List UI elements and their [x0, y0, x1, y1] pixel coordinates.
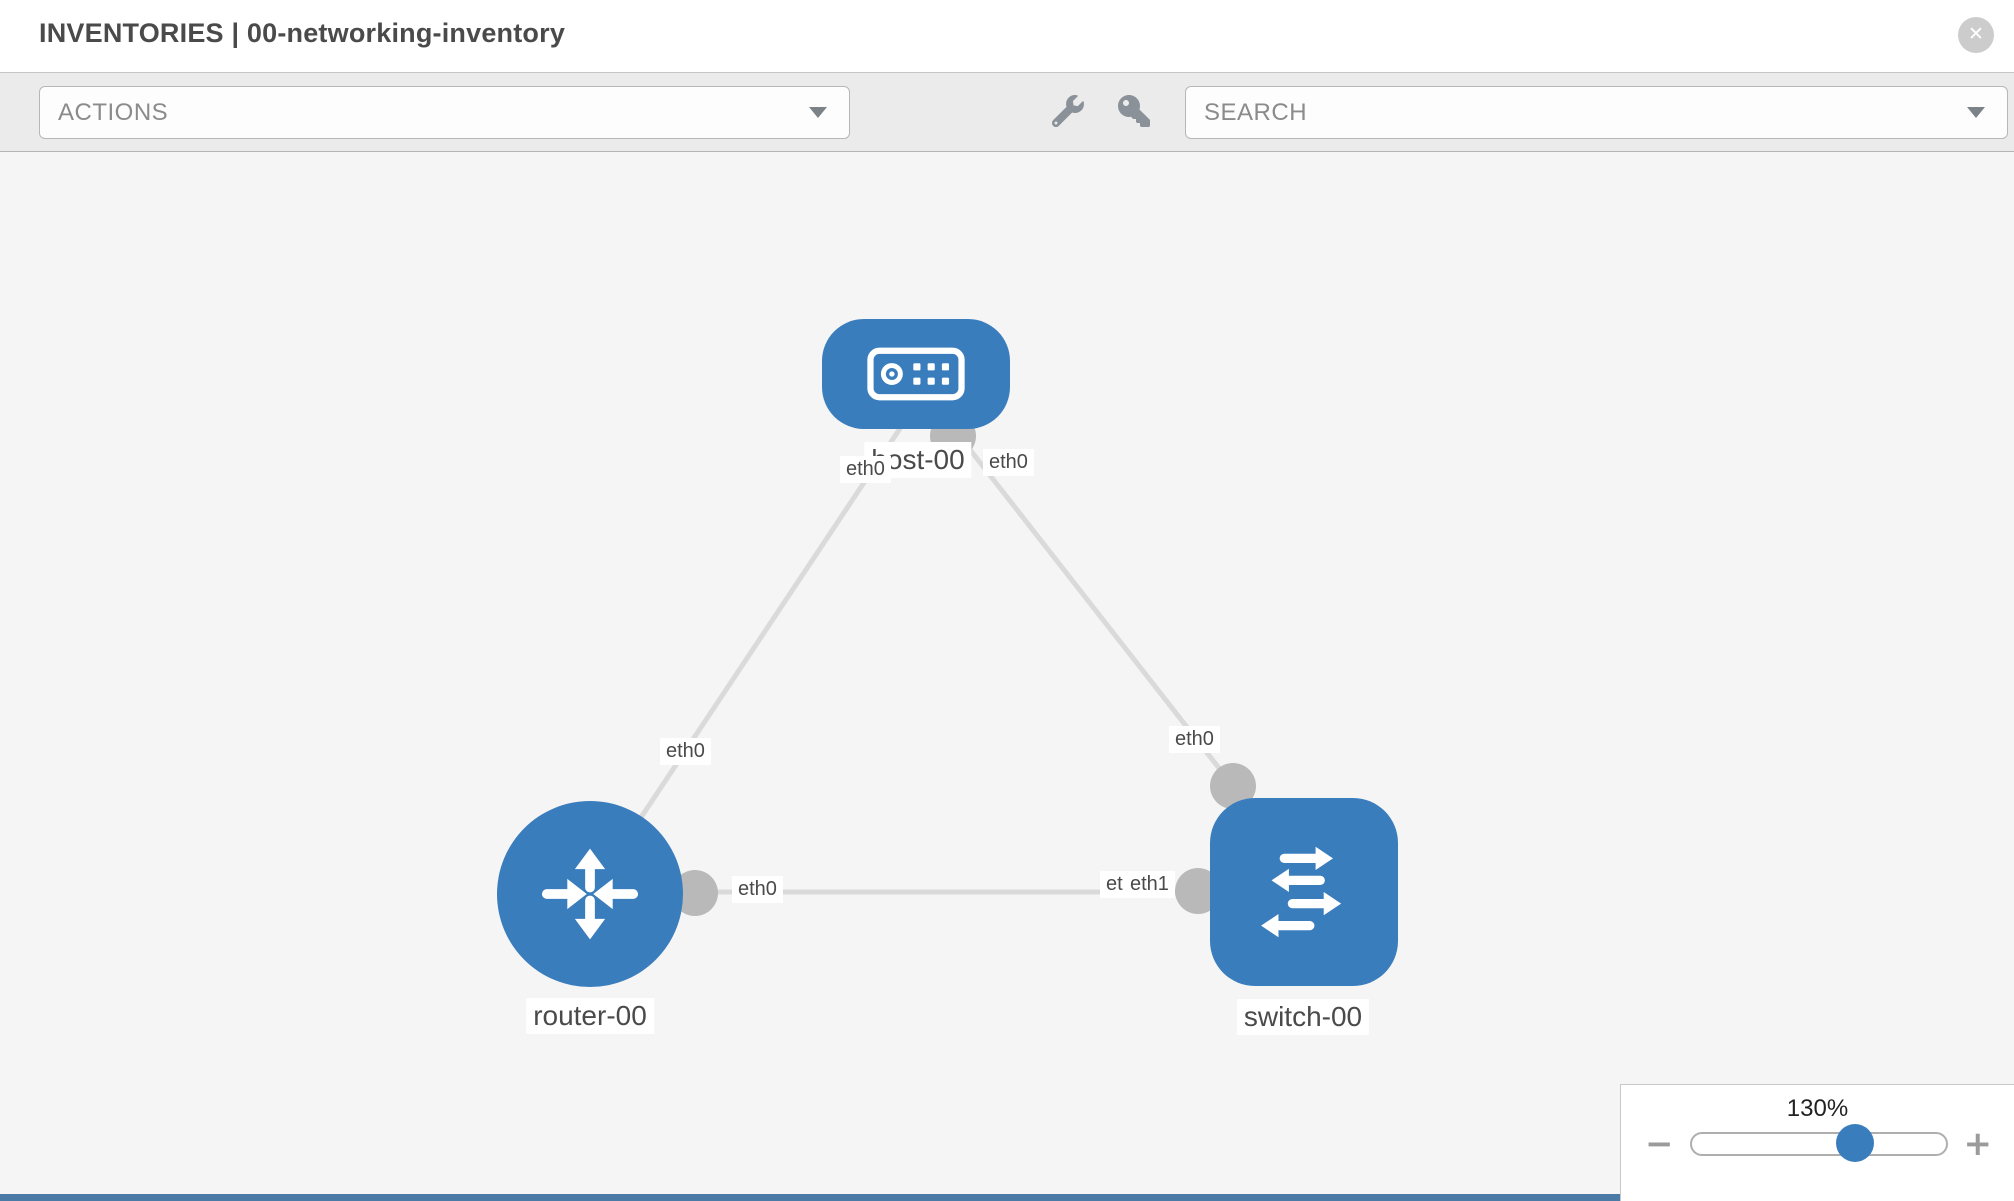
zoom-panel: 130% − + [1620, 1084, 2014, 1201]
chevron-down-icon [1967, 107, 1985, 118]
interface-label: eth0 [732, 876, 783, 903]
close-icon: ✕ [1968, 24, 1984, 45]
key-icon[interactable] [1118, 95, 1150, 127]
interface-connector [672, 870, 718, 916]
interface-connector [1210, 763, 1256, 809]
actions-dropdown-label: ACTIONS [58, 98, 169, 126]
actions-dropdown[interactable]: ACTIONS [39, 86, 850, 139]
node-label-router: router-00 [526, 998, 654, 1034]
links-layer [587, 413, 1256, 916]
topology-canvas[interactable]: host-00 router-00 switch-00 eth0 eth0 et… [0, 152, 2014, 1201]
interface-label: eth0 [840, 456, 891, 483]
search-dropdown[interactable]: SEARCH [1185, 86, 2008, 139]
chevron-down-icon [809, 107, 827, 118]
host-icon [867, 347, 965, 401]
interface-label: eth0 [660, 738, 711, 765]
page-title: INVENTORIES | 00-networking-inventory [39, 18, 566, 48]
node-label-switch: switch-00 [1236, 999, 1370, 1035]
interface-label: eth1 [1124, 871, 1175, 898]
interface-label: eth0 [983, 449, 1034, 476]
zoom-level: 130% [1786, 1095, 1849, 1122]
zoom-out-button[interactable]: − [1645, 1124, 1674, 1164]
switch-icon [1261, 846, 1342, 938]
router-icon [541, 848, 639, 940]
header: INVENTORIES | 00-networking-inventory ✕ [0, 0, 2014, 72]
node-host-00[interactable] [822, 319, 1010, 429]
zoom-slider-track[interactable] [1689, 1124, 1948, 1162]
node-switch-00[interactable] [1210, 798, 1398, 986]
node-router-00[interactable] [497, 801, 683, 987]
toolbar: ACTIONS SEARCH [0, 72, 2014, 152]
link-router-host [587, 419, 908, 896]
zoom-in-button[interactable]: + [1963, 1124, 1993, 1164]
interface-label: eth0 [1169, 726, 1220, 753]
zoom-slider-handle[interactable] [1836, 1124, 1875, 1162]
close-button[interactable]: ✕ [1958, 17, 1994, 53]
interface-connector [1175, 868, 1221, 914]
bottom-bar [0, 1194, 1620, 1201]
wrench-icon[interactable] [1051, 94, 1084, 128]
zoom-slider-row: − + [1621, 1123, 2014, 1164]
search-dropdown-label: SEARCH [1204, 98, 1308, 126]
